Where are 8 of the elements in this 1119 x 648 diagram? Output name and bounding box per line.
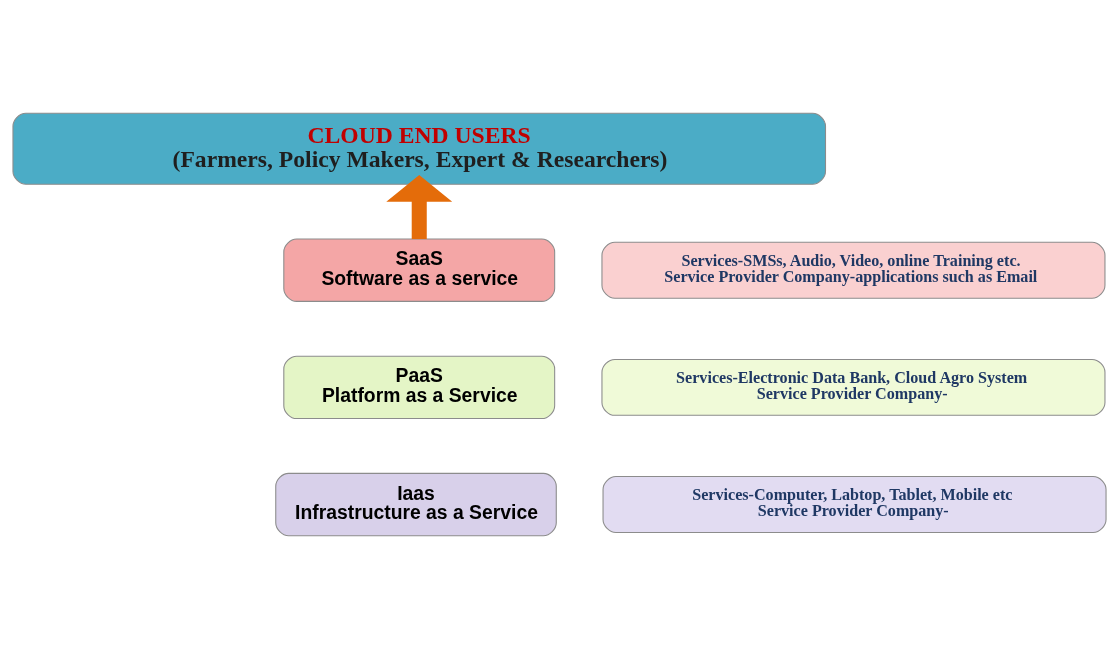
node-box: Services-SMSs, Audio, Video, online Training etc. Service Provider Company-applications such as Email [601, 241, 1106, 299]
node-box: Services-Electronic Data Bank, Cloud Agro System Service Provider Company- [601, 358, 1106, 416]
node-box: Services-Computer, Labtop, Tablet, Mobile etc Service Provider Company- [602, 475, 1107, 533]
node-box: PaaS Platform as a Service [283, 355, 556, 419]
node-box: SaaS Software as a service [283, 238, 556, 302]
node-box: Iaas Infrastructure as a Service [275, 472, 557, 536]
node-box: CLOUD END USERS (Farmers, Policy Makers, Expert & Researchers) [12, 112, 827, 185]
arrow [386, 174, 453, 239]
